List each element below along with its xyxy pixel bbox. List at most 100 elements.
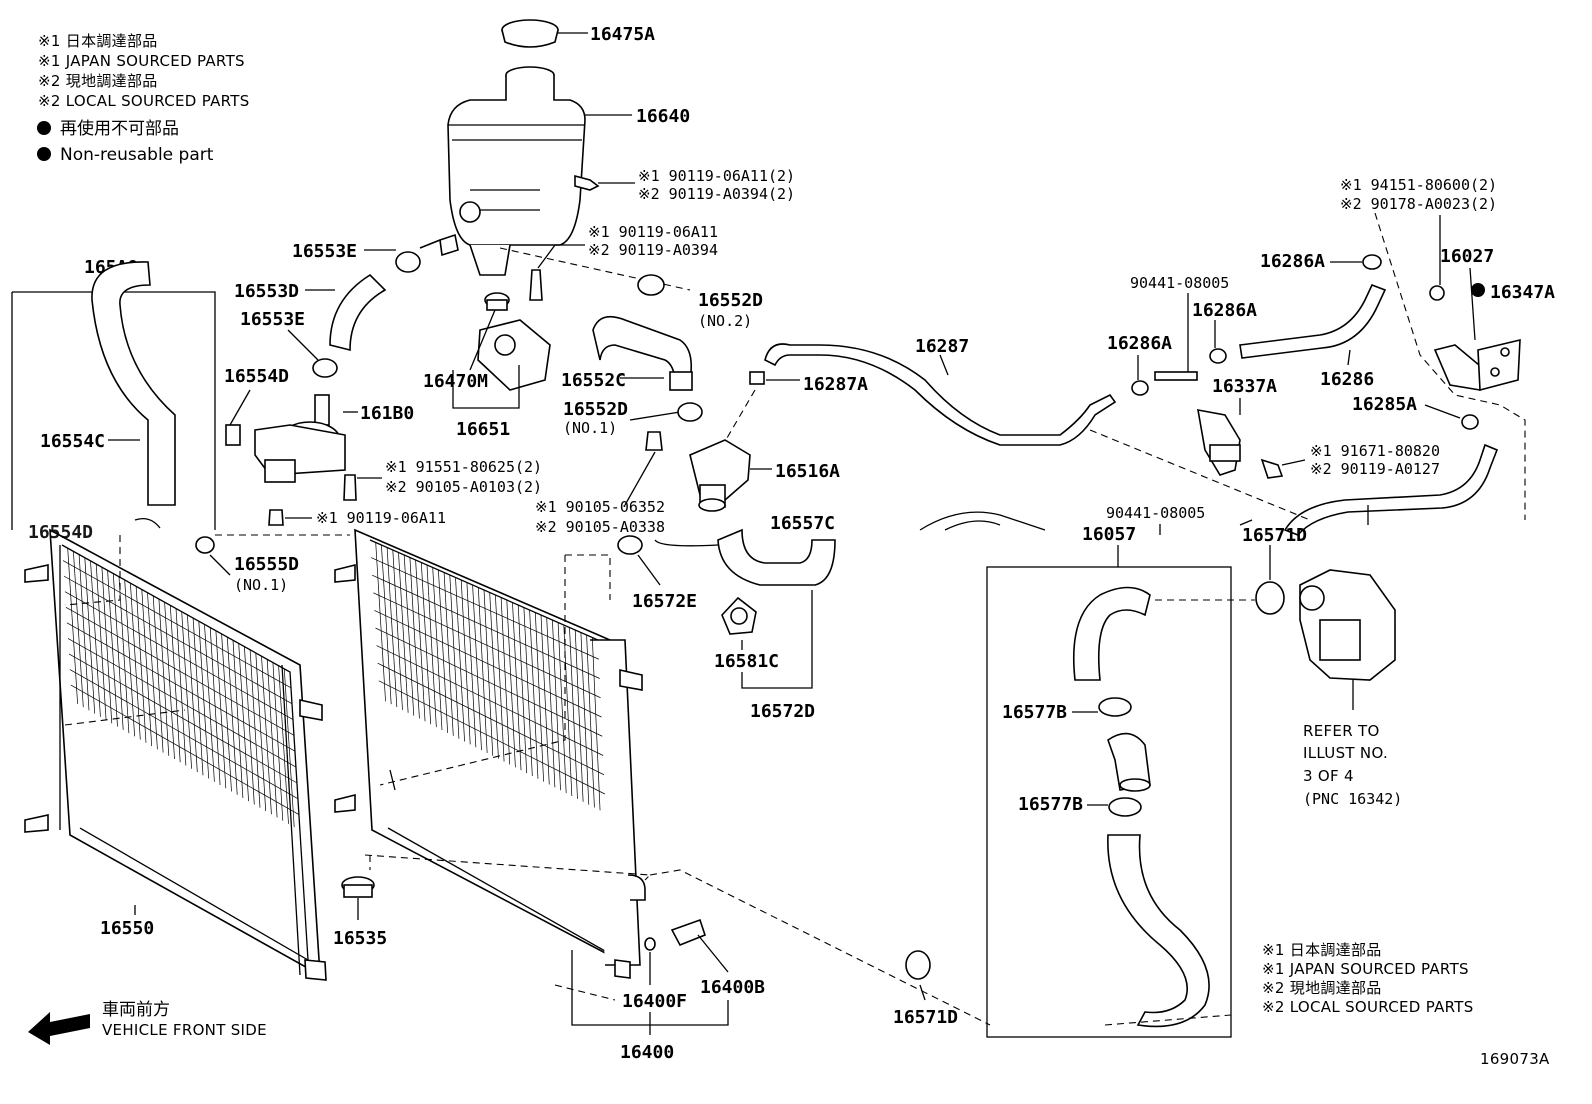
part-number: (NO.2) bbox=[698, 312, 752, 330]
fin-line bbox=[534, 612, 544, 782]
condenser-fins bbox=[62, 548, 300, 828]
radiator bbox=[334, 528, 646, 979]
fin-line bbox=[489, 592, 499, 759]
fin-line bbox=[67, 638, 297, 768]
hose-16286 bbox=[1239, 283, 1387, 359]
part-number: ※2 90119-A0394(2) bbox=[638, 185, 795, 203]
part-number: 16400B bbox=[700, 977, 765, 998]
bracket-16651 bbox=[477, 319, 551, 391]
fin-line bbox=[65, 606, 295, 736]
part-number: 16057 bbox=[1082, 524, 1136, 545]
hose-clamp-icon bbox=[1209, 348, 1227, 364]
part-number: 16347A bbox=[1490, 282, 1555, 303]
vehicle-front-arrow-icon bbox=[28, 1012, 90, 1045]
fin-line bbox=[66, 622, 296, 752]
fin-line bbox=[443, 572, 454, 736]
fin-line bbox=[377, 662, 605, 776]
legend-top-line: ※2 現地調達部品 bbox=[38, 72, 158, 90]
legend-top-line: ※1 JAPAN SOURCED PARTS bbox=[38, 52, 245, 70]
hose-16057-lower bbox=[1107, 834, 1210, 1028]
gasket-icon bbox=[721, 596, 757, 635]
fin-line bbox=[472, 584, 482, 751]
bolt-icon bbox=[343, 474, 357, 501]
fin-line bbox=[506, 599, 516, 768]
bolt-icon bbox=[529, 269, 543, 301]
fin-line bbox=[466, 582, 477, 748]
part-number: 16581C bbox=[714, 651, 779, 672]
fin-line bbox=[449, 574, 460, 739]
hose-clamp-icon bbox=[677, 402, 703, 422]
fin-line bbox=[69, 669, 299, 800]
part-number: 16535 bbox=[333, 928, 387, 949]
part-number: 16553E bbox=[292, 241, 357, 262]
hose-16554C bbox=[91, 261, 176, 506]
fin-line bbox=[64, 591, 294, 720]
part-number: 90441-08005 bbox=[1130, 274, 1229, 292]
part-number: 161B0 bbox=[360, 403, 414, 424]
nonreusable-icon bbox=[1471, 283, 1485, 297]
part-number: 16475A bbox=[590, 24, 655, 45]
bolt-icon bbox=[1260, 458, 1284, 479]
grommet-icon bbox=[484, 292, 510, 311]
part-number: ※2 90178-A0023(2) bbox=[1340, 195, 1497, 213]
condenser-16550 bbox=[24, 528, 327, 981]
part-number: (NO.1) bbox=[234, 576, 288, 594]
hose-clamp-icon bbox=[1362, 254, 1382, 270]
fin-line bbox=[375, 542, 386, 702]
bullet-icon bbox=[37, 147, 51, 161]
part-number: ※1 90119-06A11(2) bbox=[638, 167, 795, 185]
reservoir-tank bbox=[439, 66, 586, 276]
part-number: ※2 90105-A0338 bbox=[535, 518, 665, 536]
hose-16286-lower bbox=[1283, 443, 1499, 536]
part-number: 16552C bbox=[561, 370, 626, 391]
hose-clamp-icon bbox=[312, 358, 338, 378]
part-number: 16400F bbox=[622, 991, 687, 1012]
hose-16057-upper bbox=[1072, 586, 1151, 681]
part-number: 16286 bbox=[1320, 369, 1374, 390]
hose-clamp-icon bbox=[617, 535, 643, 555]
fin-line bbox=[378, 680, 606, 795]
part-number: 16571D bbox=[893, 1007, 958, 1028]
part-number: ※2 90119-A0127 bbox=[1310, 460, 1440, 478]
fin-line bbox=[63, 575, 293, 704]
part-number: 16554C bbox=[40, 431, 105, 452]
part-number: 16577B bbox=[1018, 794, 1083, 815]
fin-line bbox=[557, 622, 567, 794]
fin-line bbox=[386, 547, 398, 708]
radiator-fins bbox=[370, 542, 606, 811]
part-number: 16557C bbox=[770, 513, 835, 534]
refer-note: (PNC 16342) bbox=[1303, 790, 1402, 808]
hose-16553D bbox=[329, 273, 387, 352]
fin-line bbox=[477, 587, 488, 753]
part-number: 90441-08005 bbox=[1106, 504, 1205, 522]
front-label: 車両前方 bbox=[102, 1000, 170, 1020]
part-number: 16572D bbox=[750, 701, 815, 722]
part-number: 16400 bbox=[620, 1042, 674, 1063]
fin-line bbox=[574, 629, 584, 802]
hose-16287 bbox=[764, 343, 1117, 446]
part-number: 16555D bbox=[234, 554, 299, 575]
fin-line bbox=[455, 577, 465, 742]
fin-line bbox=[580, 632, 590, 805]
fin-line bbox=[495, 594, 505, 762]
part-number: 16516A bbox=[775, 461, 840, 482]
legend-bottom-line: ※1 日本調達部品 bbox=[1262, 941, 1382, 959]
part-number: 16577B bbox=[1002, 702, 1067, 723]
nonreusable-label: Non-reusable part bbox=[60, 145, 214, 165]
fin-line bbox=[512, 602, 522, 771]
fin-line bbox=[62, 560, 292, 689]
legend-top: ※1 日本調達部品 ※1 JAPAN SOURCED PARTS ※2 現地調達… bbox=[37, 32, 249, 165]
bullet-icon bbox=[37, 121, 51, 135]
illustration-number: 169073A bbox=[1480, 1050, 1550, 1068]
fin-line bbox=[68, 653, 298, 784]
part-number: 16571D bbox=[1242, 525, 1307, 546]
part-number: 16285A bbox=[1352, 394, 1417, 415]
fin-line bbox=[374, 610, 602, 718]
fin-line bbox=[483, 589, 494, 756]
refer-note: REFER TO bbox=[1303, 722, 1380, 740]
part-number: ※1 90105-06352 bbox=[535, 498, 665, 516]
part-number: ※1 90119-06A11 bbox=[316, 509, 446, 527]
water-pump bbox=[254, 394, 346, 483]
part-number: 16640 bbox=[636, 106, 690, 127]
